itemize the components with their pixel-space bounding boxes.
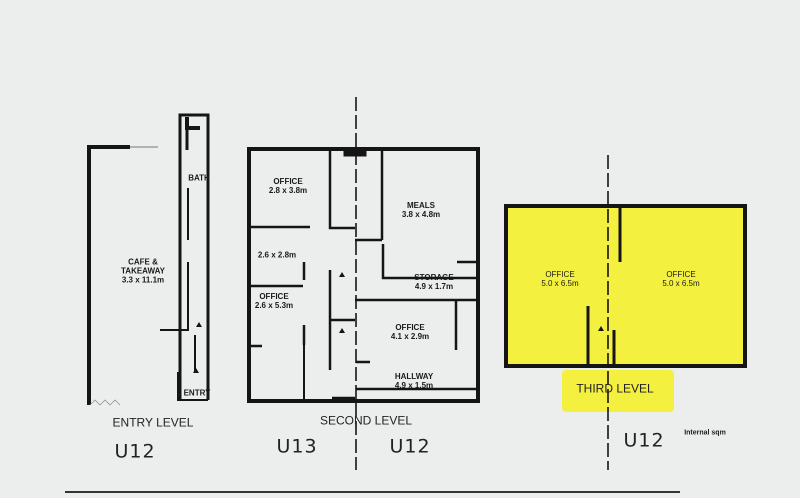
unit-label-entry: U12 (114, 440, 156, 463)
third-level-label: THIRD LEVEL (576, 381, 654, 396)
second-level-label: SECOND LEVEL (319, 413, 413, 428)
entry-level-label: ENTRY LEVEL (112, 415, 194, 430)
third-level-highlight (562, 370, 674, 412)
unit-label-third: U12 (623, 429, 665, 452)
internal-note: Internal sqm (684, 429, 726, 437)
unit-label-u13: U13 (276, 435, 318, 458)
room-unnamed: 2.6 x 2.8m (257, 250, 297, 260)
room-entry: ENTRY (183, 388, 211, 398)
unit-label-u12: U12 (389, 435, 431, 458)
third-level-fill (505, 205, 745, 366)
walls (65, 97, 747, 493)
room-bath: BATH (188, 173, 210, 183)
